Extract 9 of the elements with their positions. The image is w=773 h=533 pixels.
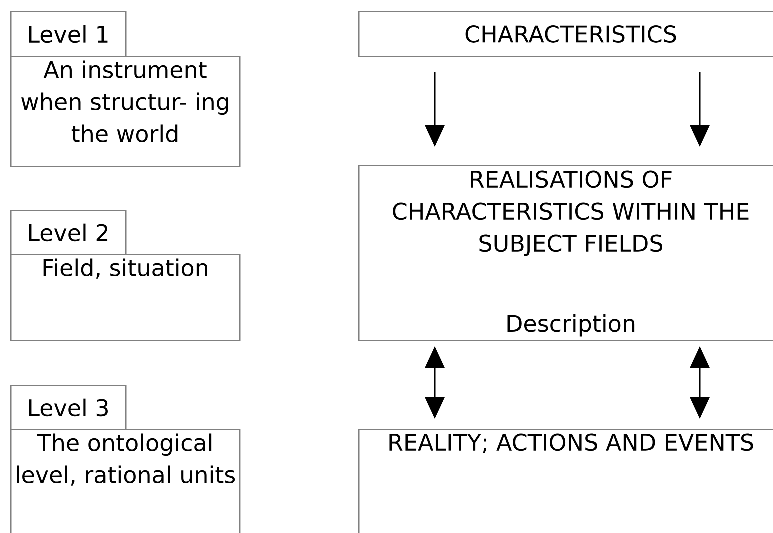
text-box: Field, situation [10,254,241,342]
level-tab: Level 2 [10,210,127,256]
level-tab: Level 3 [10,385,127,430]
level-tab: CHARACTERISTICS [358,11,773,58]
level-tab: Level 1 [10,11,127,58]
text-box: An instrument when structur- ing the world [10,56,241,168]
text-box: REALISATIONS OF CHARACTERISTICS WITHIN THE SUBJECT FIELDS Description [358,165,773,342]
text-box: REALITY; ACTIONS AND EVENTS [358,429,773,533]
text-box: The ontological level, rational units [10,429,241,533]
